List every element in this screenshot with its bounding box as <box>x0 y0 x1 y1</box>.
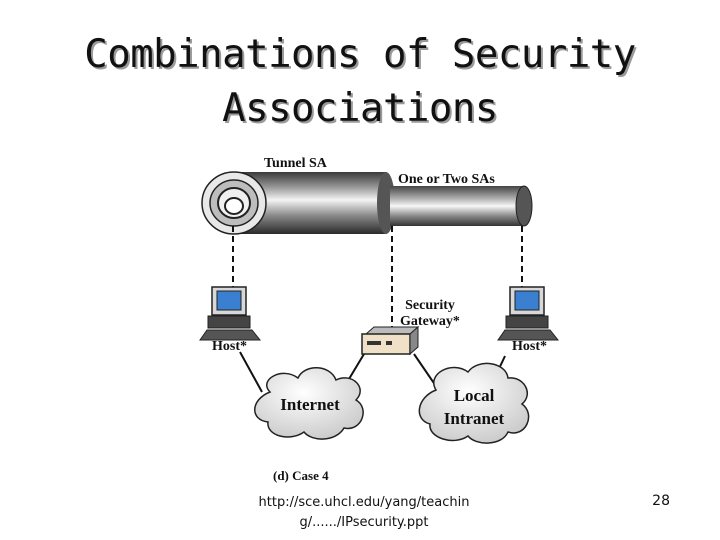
slide-title: Combinations of Security Associations <box>0 28 720 136</box>
intranet-cloud-icon <box>418 362 530 444</box>
left-host-label: Host* <box>212 339 247 354</box>
gateway-label-line-1: Security <box>405 298 455 313</box>
security-gateway-device-icon <box>361 325 420 356</box>
tunnel-sa-label: Tunnel SA <box>264 156 328 171</box>
internet-cloud-label: Internet <box>280 395 340 414</box>
right-host-computer-icon <box>497 286 560 341</box>
internet-cloud-icon <box>254 367 364 440</box>
intranet-cloud-label-line-2: Intranet <box>444 409 505 428</box>
page-number: 28 <box>652 493 670 509</box>
gateway-label-line-2: Gateway* <box>400 314 460 329</box>
intranet-cloud-label-line-1: Local <box>454 386 495 405</box>
footer-source-url: http://sce.uhcl.edu/yang/teaching/......… <box>258 495 470 530</box>
slide-title-line-1: Combinations of Security <box>84 32 636 77</box>
slide-title-line-2: Associations <box>222 86 498 131</box>
right-host-label: Host* <box>512 339 547 354</box>
left-host-computer-icon <box>199 286 262 341</box>
tunnel-sa-tube <box>201 171 395 235</box>
inner-sa-label: One or Two SAs <box>398 172 495 187</box>
diagram-caption: (d) Case 4 <box>273 468 329 483</box>
inner-sa-tube <box>390 185 533 227</box>
